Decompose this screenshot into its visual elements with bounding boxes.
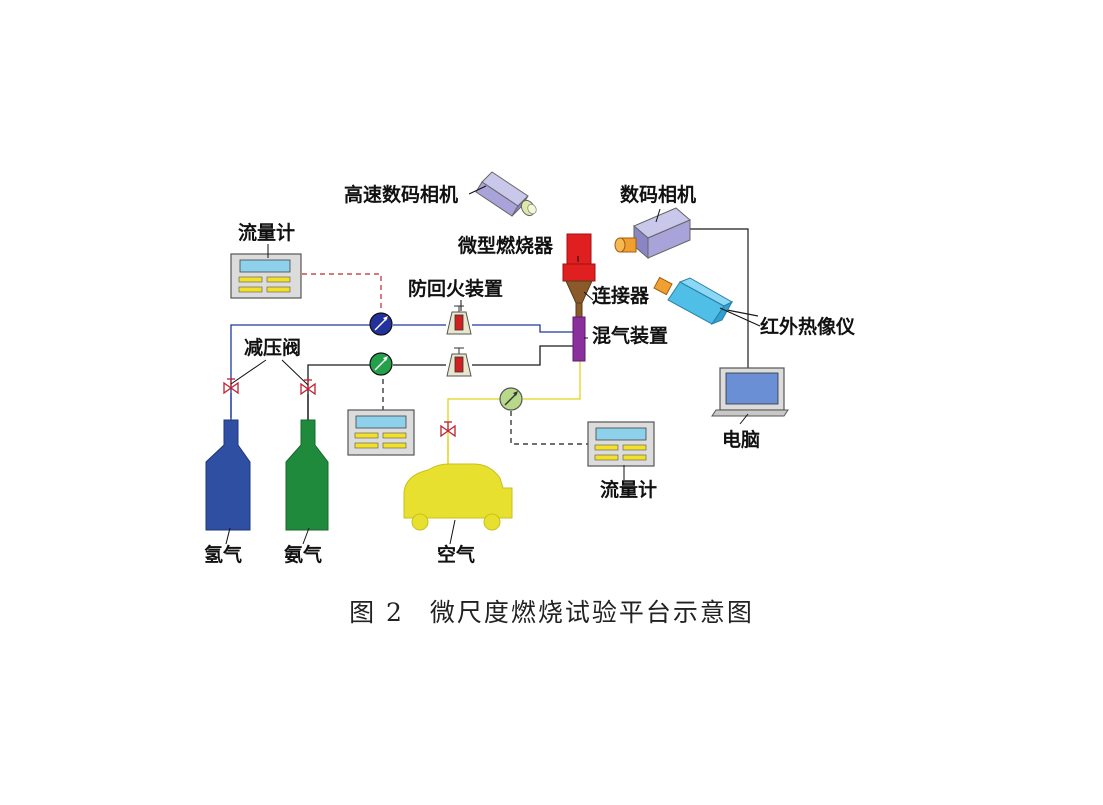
high-speed-camera xyxy=(475,171,537,217)
label-flowmeter-top: 流量计 xyxy=(238,222,296,244)
ammonia-pipe xyxy=(307,345,574,420)
label-high-speed-camera: 高速数码相机 xyxy=(344,184,459,206)
label-digital-camera: 数码相机 xyxy=(620,184,697,206)
label-flame-arrestor: 防回火装置 xyxy=(408,278,504,300)
label-connector: 连接器 xyxy=(592,285,650,307)
air-gauge xyxy=(499,387,523,411)
label-micro-burner: 微型燃烧器 xyxy=(458,235,554,257)
signal-lines xyxy=(302,273,590,445)
flowmeter-bottom xyxy=(587,421,655,467)
label-air: 空气 xyxy=(437,544,476,566)
gas-mixer xyxy=(572,316,586,362)
flame-arrestor-lower xyxy=(446,347,472,377)
infrared-thermal-imager xyxy=(653,276,734,326)
flowmeter-top xyxy=(230,253,302,299)
label-hydrogen: 氢气 xyxy=(204,544,243,566)
hydrogen-tank xyxy=(205,419,251,531)
hydrogen-gauge xyxy=(369,312,393,336)
label-thermal-imager: 红外热像仪 xyxy=(760,316,856,338)
figure-title: 微尺度燃烧试验平台示意图 xyxy=(429,598,754,627)
label-ammonia: 氨气 xyxy=(284,544,323,566)
flowmeter-middle xyxy=(347,409,415,456)
computer xyxy=(711,367,789,417)
digital-camera xyxy=(614,207,691,260)
tank-pipes xyxy=(230,393,449,470)
micro-burner xyxy=(562,233,596,282)
flame-arrestor-upper xyxy=(446,305,472,335)
leader-lines xyxy=(225,185,761,545)
figure-number: 图 2 xyxy=(349,598,404,627)
figure-caption: 图 2 微尺度燃烧试验平台示意图 xyxy=(0,593,1103,629)
air-pipe xyxy=(447,361,581,470)
label-flowmeter-bottom: 流量计 xyxy=(600,479,658,501)
ammonia-tank xyxy=(285,419,329,531)
label-mixer: 混气装置 xyxy=(592,325,669,347)
air-valve xyxy=(440,421,456,438)
connector xyxy=(565,280,593,318)
ammonia-gauge xyxy=(369,352,393,376)
label-pressure-valve: 减压阀 xyxy=(244,337,302,359)
air-compressor xyxy=(403,463,513,531)
label-computer: 电脑 xyxy=(722,429,761,451)
